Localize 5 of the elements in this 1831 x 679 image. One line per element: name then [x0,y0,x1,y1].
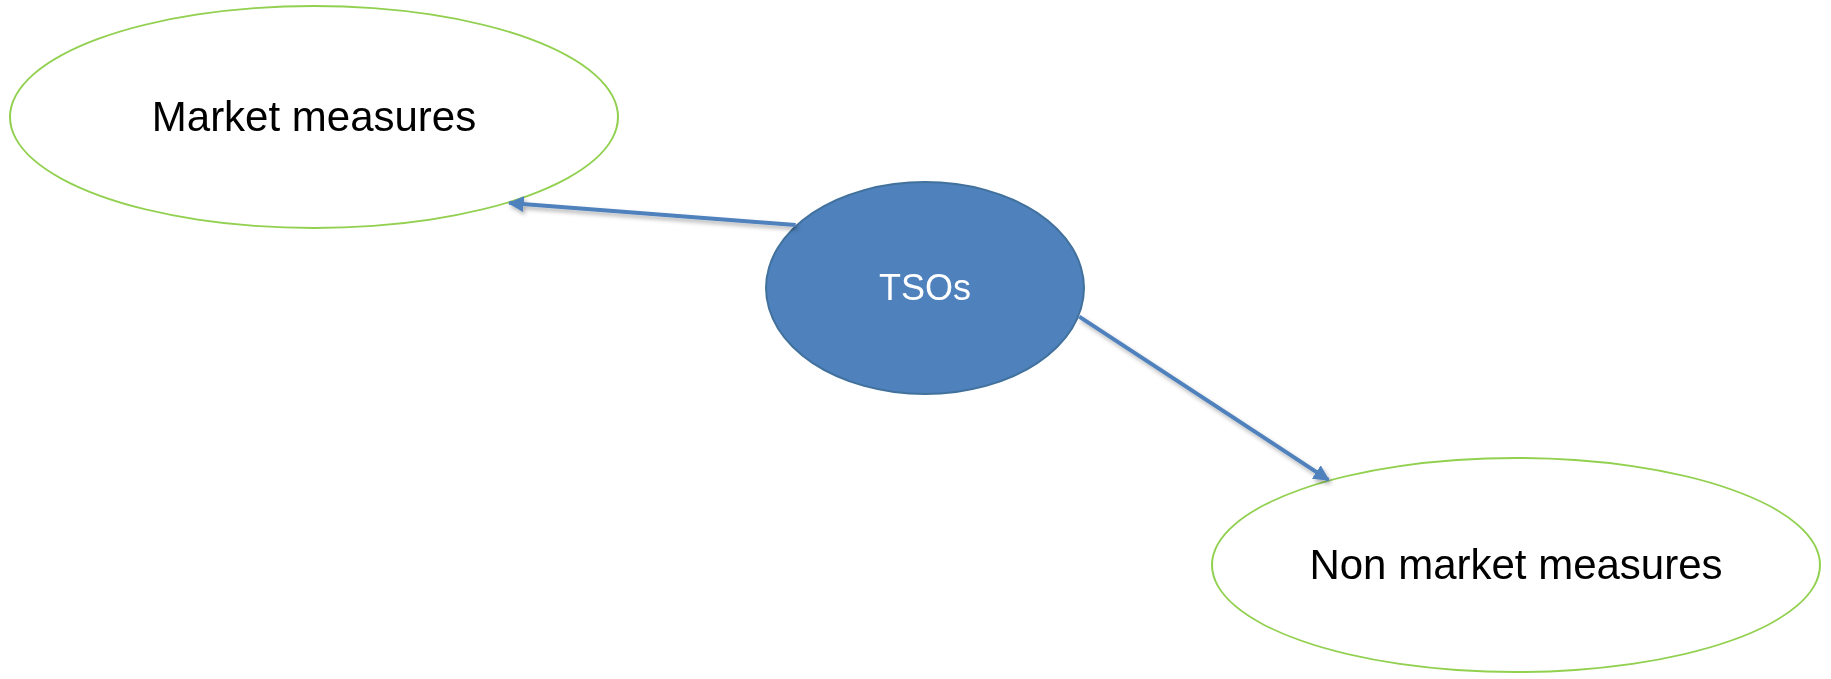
node-label: Market measures [150,91,478,142]
arrow [1078,314,1330,482]
node-label: Non market measures [1308,539,1724,590]
arrow [507,196,796,228]
node-label: TSOs [878,265,972,310]
